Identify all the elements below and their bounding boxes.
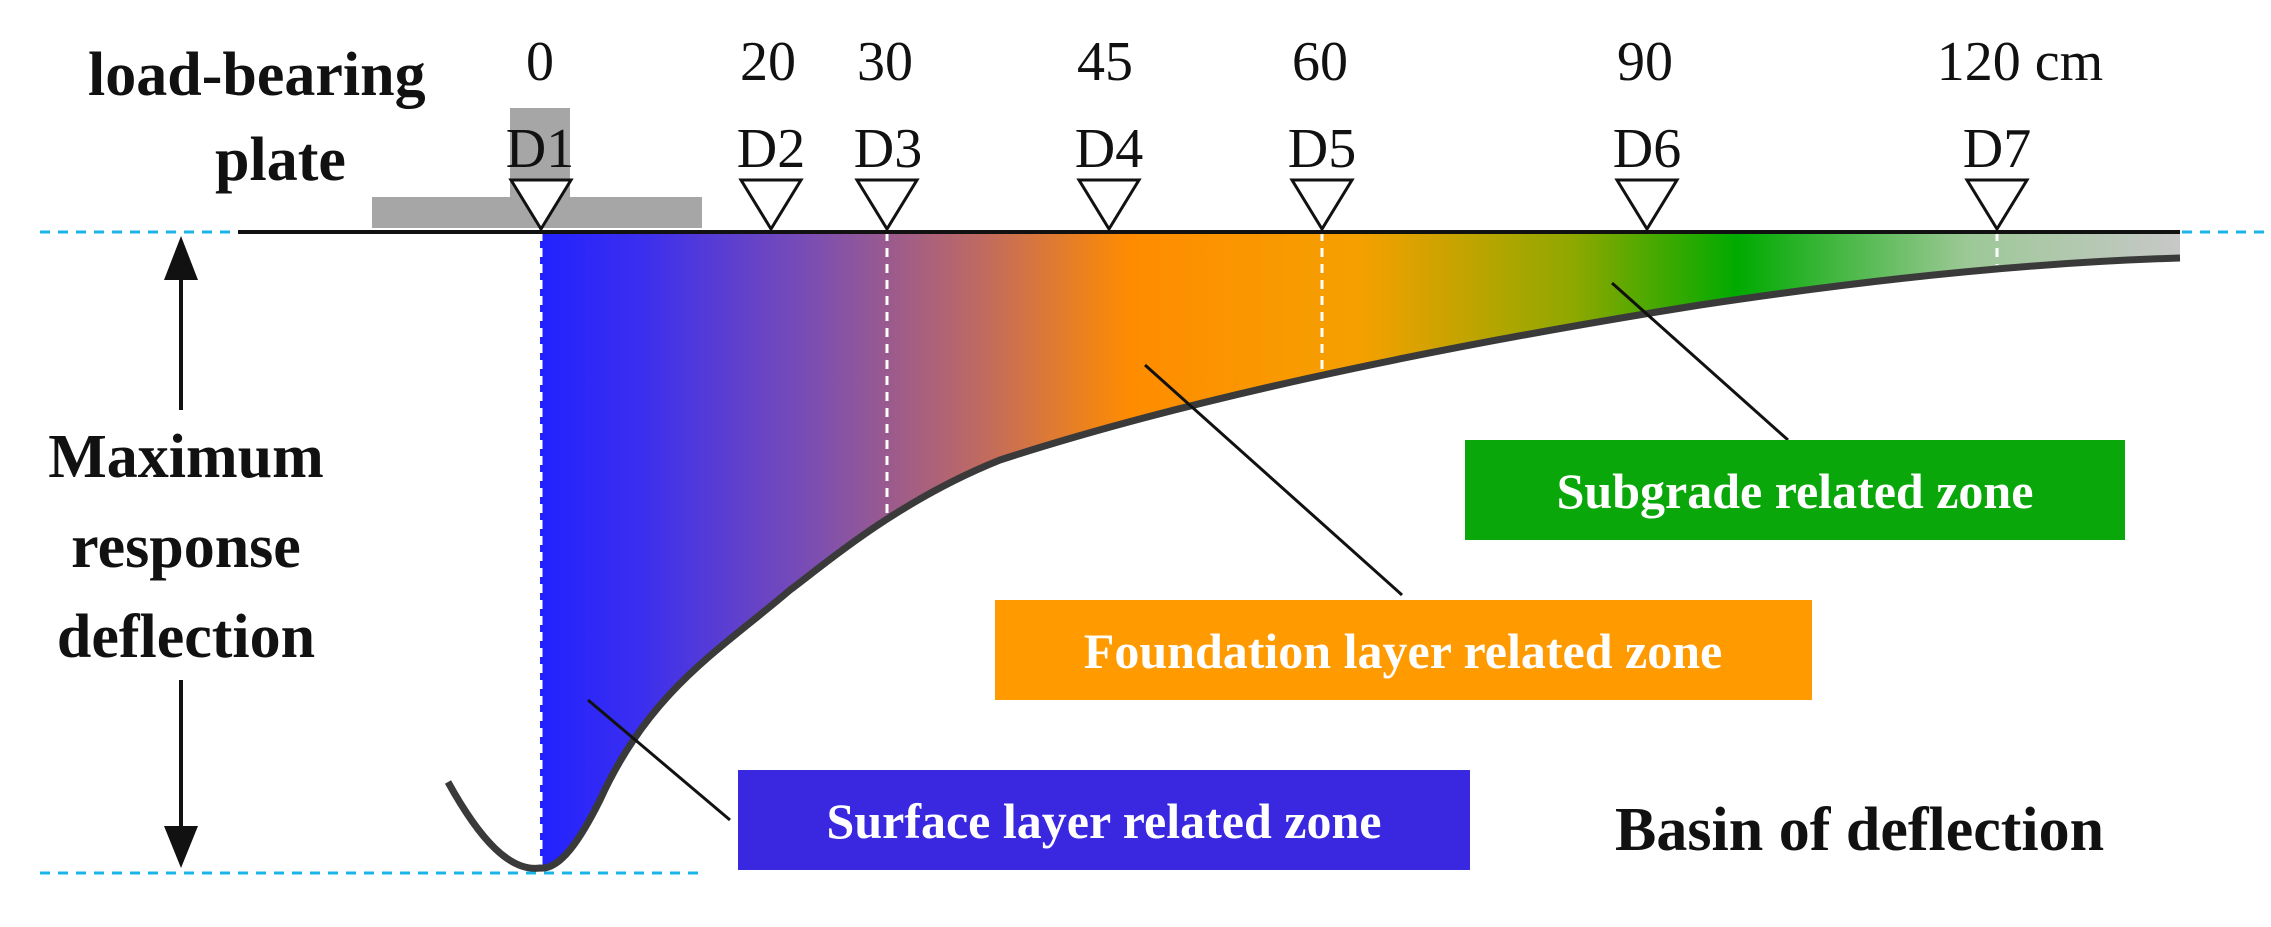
sensor-triangle-d2 bbox=[738, 178, 804, 232]
leader-surface bbox=[587, 698, 731, 822]
leader-foundation bbox=[1143, 363, 1404, 597]
sensor-markers bbox=[508, 178, 2030, 232]
max-deflection-label-line1: Maximum bbox=[48, 423, 324, 491]
subgrade-zone-box bbox=[1465, 440, 2125, 540]
sensor-triangle-d3 bbox=[854, 178, 920, 232]
surface-zone-label: Surface layer related zone bbox=[827, 793, 1382, 849]
sensor-triangle-d4 bbox=[1076, 178, 1142, 232]
max-deflection-label-line3: deflection bbox=[57, 603, 315, 671]
sensor-triangle-d1 bbox=[508, 178, 574, 232]
sensor-label-d2: D2 bbox=[737, 118, 805, 180]
subgrade-zone-label: Subgrade related zone bbox=[1557, 463, 2034, 519]
distance-label-d1: 0 bbox=[526, 31, 554, 93]
arrow-up-icon bbox=[164, 236, 198, 280]
sensor-triangle-d6 bbox=[1614, 178, 1680, 232]
leader-subgrade bbox=[1611, 281, 1789, 442]
plate-label-line2: plate bbox=[215, 126, 346, 194]
sensor-label-d6: D6 bbox=[1613, 118, 1681, 180]
sensor-label-d1: D1 bbox=[506, 118, 574, 180]
distance-label-d2: 20 bbox=[740, 31, 796, 93]
sensor-triangle-d5 bbox=[1289, 178, 1355, 232]
basin-label: Basin of deflection bbox=[1615, 796, 2104, 864]
surface-zone-box bbox=[738, 770, 1470, 870]
sensor-label-d4: D4 bbox=[1075, 118, 1143, 180]
sensor-triangle-d7 bbox=[1964, 178, 2030, 232]
sensor-label-d5: D5 bbox=[1288, 118, 1356, 180]
sensor-label-d7: D7 bbox=[1963, 118, 2031, 180]
plate-label-line1: load-bearing bbox=[88, 41, 426, 109]
distance-label-d6: 90 bbox=[1617, 31, 1673, 93]
arrow-down-icon bbox=[164, 826, 198, 868]
distance-label-d4: 45 bbox=[1077, 31, 1133, 93]
distance-label-d5: 60 bbox=[1292, 31, 1348, 93]
deflection-basin-fill bbox=[540, 232, 2180, 869]
foundation-zone-box bbox=[995, 600, 1812, 700]
distance-label-d3: 30 bbox=[857, 31, 913, 93]
foundation-zone-label: Foundation layer related zone bbox=[1084, 623, 1722, 679]
sensor-label-d3: D3 bbox=[854, 118, 922, 180]
max-deflection-label-line2: response bbox=[71, 513, 301, 581]
deflection-curve bbox=[444, 254, 2181, 872]
distance-label-d7: 120 cm bbox=[1937, 31, 2103, 93]
